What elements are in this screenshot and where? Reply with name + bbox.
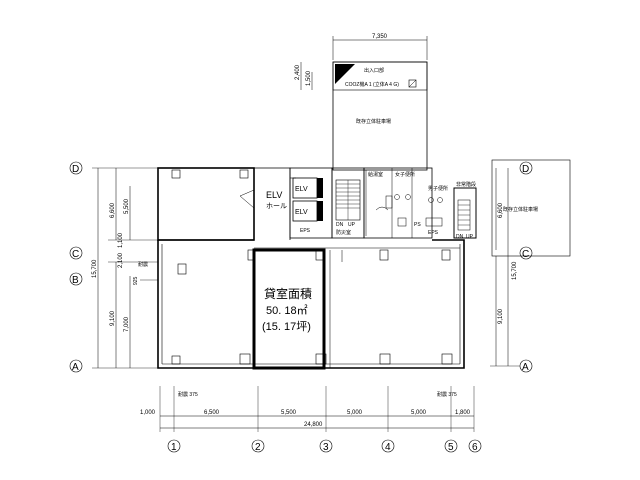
fire-escape: 非常階段 DN UP [453, 181, 477, 240]
axis-row-d: D [72, 164, 79, 175]
stairs: DN UP 防災室 [335, 179, 361, 236]
toilet-core: 給湯室 女子便所 男子便所 EPS PS [368, 168, 448, 238]
dim-span-1: 1,000 [140, 410, 156, 416]
dim-span-5: 5,000 [411, 410, 427, 416]
dim-top-h2: 1,500 [306, 70, 312, 86]
dim-left-dc: 6,600 [110, 202, 116, 218]
bottom-axis-labels: 1 2 3 4 5 6 [167, 439, 482, 453]
stairs-dn-label: DN [336, 222, 344, 228]
dim-right-dc: 6,600 [498, 202, 504, 218]
axis-row-a: A [72, 362, 79, 373]
dim-left-cb: 2,100 [118, 252, 124, 268]
structural-columns [171, 169, 453, 365]
dim-top-h1: 2,400 [295, 64, 301, 80]
dim-top-width: 7,350 [372, 34, 388, 40]
elv-hall-label: ELV [266, 190, 282, 200]
axis-col-1: 1 [171, 442, 177, 453]
axis-row-c: C [72, 249, 79, 260]
eps-label: EPS [300, 228, 311, 234]
fire-dn-label: DN [456, 234, 464, 240]
elevator-hall: ELV ホール [239, 177, 296, 210]
elv2-label: ELV [295, 209, 308, 216]
fire-up-label: UP [466, 234, 474, 240]
dim-left-dc-inner: 5,500 [124, 198, 130, 214]
axis-col-3: 3 [323, 442, 329, 453]
axis-col-5: 5 [448, 442, 454, 453]
left-axis-labels: D C B A [69, 161, 83, 373]
axis-col-4: 4 [385, 442, 391, 453]
dim-span-2: 6,500 [204, 410, 220, 416]
hot-water-room-label: 給湯室 [368, 171, 383, 178]
parking-building-label: 既存立体駐車場 [356, 118, 391, 125]
mens-toilet-label: 男子便所 [428, 185, 448, 192]
dim-left-ba-inner: 7,000 [124, 316, 130, 332]
dim-span-4: 5,000 [347, 410, 363, 416]
dim-span-6: 1,800 [455, 410, 471, 416]
dim-left-cb2: 1,100 [118, 232, 124, 248]
dim-note-right: 耐震 375 [437, 391, 457, 398]
axis-right-a: A [522, 362, 529, 373]
dim-span-3: 5,500 [281, 410, 297, 416]
left-dimensions: 15,700 6,600 5,500 2,100 1,100 9,100 7,0… [92, 167, 158, 369]
right-dimensions: 15,700 6,600 9,100 D C A [490, 161, 533, 373]
axis-row-b: B [72, 275, 79, 286]
womens-toilet-label: 女子便所 [395, 171, 415, 178]
leased-room-title: 貸室面積 [264, 286, 312, 301]
elv1-label: ELV [295, 186, 308, 193]
dim-right-outer: 15,700 [512, 261, 518, 280]
leased-room-area-tsubo: (15. 17坪) [262, 320, 311, 333]
existing-parking-structure: 出入口部 COOZ機A 1 (立体A 4 G) 既存立体駐車場 [332, 61, 428, 171]
bottom-dimensions: 1,000 6,500 5,500 5,000 5,000 1,800 24,8… [140, 386, 475, 432]
axis-col-2: 2 [255, 442, 261, 453]
parking-entrance-label: 出入口部 [364, 67, 384, 74]
eps-label-2: EPS [428, 230, 439, 236]
building-outline [157, 167, 465, 369]
stairs-up-label: UP [348, 222, 356, 228]
leased-room: 貸室面積 50. 18㎡ (15. 17坪) [252, 248, 326, 370]
adjacent-parking-label: 既存立体駐車場 [503, 206, 538, 213]
dim-left-small: 925 [133, 276, 139, 285]
dim-right-ca: 9,100 [498, 308, 504, 324]
dim-total-width: 24,800 [304, 422, 323, 428]
dim-left-ba: 9,100 [110, 310, 116, 326]
axis-col-6: 6 [472, 442, 478, 453]
axis-right-d: D [522, 164, 529, 175]
axis-right-c: C [522, 249, 529, 260]
left-note: 耐震 [138, 261, 148, 268]
elevators: ELV ELV EPS [292, 177, 323, 234]
elv-hall-label-2: ホール [266, 202, 287, 210]
dim-note-left: 耐震 375 [178, 391, 198, 398]
top-dimension: 7,350 2,400 1,500 [295, 34, 428, 90]
ps-label: PS [414, 222, 421, 228]
fire-escape-label: 非常階段 [456, 181, 476, 188]
sign-room-label: 防災室 [336, 229, 351, 236]
parking-note-label: COOZ機A 1 (立体A 4 G) [345, 81, 399, 88]
dim-left-outer: 15,700 [92, 259, 98, 278]
leased-room-area-sqm: 50. 18㎡ [266, 304, 308, 317]
